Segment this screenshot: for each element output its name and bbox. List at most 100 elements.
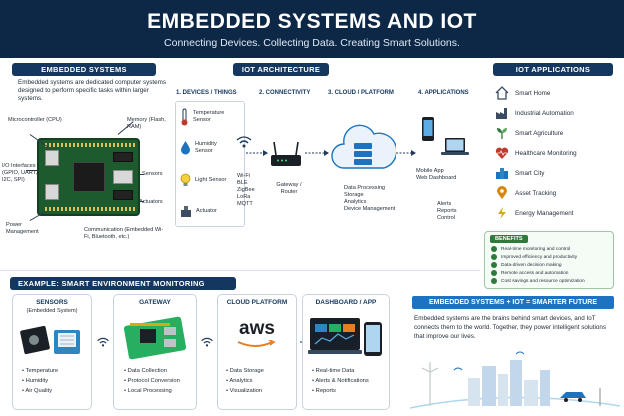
application-label: Healthcare Monitoring	[515, 149, 577, 157]
gateway-item: • Local Processing	[124, 388, 172, 394]
label-microcontroller: Microcontroller (CPU)	[8, 117, 62, 123]
label-communication: Communication (Embedded Wi-Fi, Bluetooth…	[84, 227, 164, 240]
arrow-right-icon	[396, 150, 416, 156]
cloud-title: CLOUD PLATFORM	[226, 299, 288, 306]
outcome-item: Reports	[437, 208, 457, 214]
benefits-heading: BENEFITS	[490, 235, 528, 243]
comm-module	[113, 170, 133, 184]
device-temperature: Temperature Sensor	[180, 108, 225, 126]
embedded-heading: EMBEDDED SYSTEMS	[12, 63, 156, 76]
dashboard-list: • Real-time Data • Alerts & Notification…	[312, 366, 369, 396]
outcome-item: Control	[437, 215, 456, 221]
check-icon	[491, 270, 497, 276]
connectivity-item: LoRa	[237, 194, 251, 200]
benefit-label: Data-driven decision making	[501, 262, 562, 268]
connectivity-item: MQTT	[237, 201, 253, 207]
io-chip	[113, 190, 133, 200]
device-label: Temperature Sensor	[193, 110, 225, 123]
connectivity-item: BLE	[237, 180, 248, 186]
example-cloud-panel	[217, 294, 297, 410]
laptop-icon	[441, 138, 469, 155]
cloud-item: Storage	[344, 192, 364, 198]
page-subtitle: Connecting Devices. Collecting Data. Cre…	[164, 37, 460, 49]
microcontroller-board	[37, 138, 140, 216]
label-memory: Memory (Flash, RAM)	[127, 117, 166, 130]
future-text: Embedded systems are the brains behind s…	[414, 315, 607, 340]
check-icon	[491, 254, 497, 260]
memory-chip	[113, 152, 133, 162]
label-io-interfaces: I/O Interfaces (GPIO, UART, I2C, SPI)	[2, 163, 38, 183]
app-labels: Mobile App Web Dashboard	[416, 168, 456, 182]
arrow-right-icon	[305, 150, 329, 156]
benefit-item: Data-driven decision making	[491, 262, 562, 268]
benefit-label: Real-time monitoring and control	[501, 246, 571, 252]
cloud-platform-item: • Visualization	[226, 388, 263, 394]
benefit-label: Remote access and automation	[501, 270, 569, 276]
gateway-label: Gateway / Router	[276, 182, 302, 195]
application-energy: Energy Management	[495, 206, 573, 220]
cloud-item: Device Management	[344, 206, 396, 212]
devices-panel	[175, 101, 245, 227]
page-title: EMBEDDED SYSTEMS AND IOT	[147, 10, 477, 33]
label-power: Power Management	[6, 222, 39, 235]
benefit-item: Remote access and automation	[491, 270, 568, 276]
smart-city-skyline-icon	[410, 351, 620, 409]
actuator-icon	[181, 206, 191, 217]
label-sensors: Sensors	[142, 171, 163, 177]
usb-port	[45, 150, 59, 166]
step-devices: 1. DEVICES / THINGS	[176, 90, 237, 96]
mobile-phone-icon	[422, 117, 434, 141]
location-pin-icon	[497, 186, 507, 199]
sensor-item: • Temperature	[22, 368, 59, 374]
device-humidity: Humidity Sensor	[180, 140, 227, 155]
cloud-icon	[331, 124, 396, 169]
gateway-item: • Data Collection	[124, 368, 167, 374]
benefit-item: Real-time monitoring and control	[491, 246, 570, 252]
check-icon	[491, 262, 497, 268]
router-icon	[271, 141, 301, 166]
raspberry-pi-icon	[123, 316, 187, 360]
leader-line	[140, 201, 144, 202]
device-actuator: Actuator	[180, 205, 217, 218]
arrow-right-icon	[246, 150, 268, 156]
aws-smile-icon	[237, 340, 276, 347]
city-icon	[496, 168, 508, 179]
sensor-modules-icon	[20, 325, 80, 355]
app-label: Web Dashboard	[416, 175, 457, 181]
architecture-heading: IOT ARCHITECTURE	[233, 63, 329, 76]
device-label: Light Sensor	[195, 177, 227, 183]
aws-logo: aws	[239, 318, 275, 339]
connectivity-item: Wi-Fi	[237, 173, 251, 179]
benefit-item: Cost savings and resource optimization	[491, 278, 585, 284]
board-pins-top	[45, 143, 135, 147]
step-applications: 4. APPLICATIONS	[418, 90, 469, 96]
gateway-title: GATEWAY	[139, 299, 171, 306]
application-label: Industrial Automation	[515, 109, 574, 117]
device-light: Light Sensor	[180, 173, 227, 188]
embedded-description: Embedded systems are dedicated computer …	[18, 79, 167, 103]
outcome-item: Alerts	[437, 201, 452, 207]
thermometer-icon	[181, 108, 188, 126]
power-jack	[45, 184, 59, 200]
wifi-icon	[97, 337, 109, 347]
cloud-list: Data Processing Storage Analytics Device…	[344, 185, 395, 213]
sensor-item: • Air Quality	[22, 388, 53, 394]
label-actuators: Actuators	[139, 199, 163, 205]
cpu-chip	[73, 162, 105, 192]
application-industrial: Industrial Automation	[495, 106, 574, 120]
cloud-platform-list: • Data Storage • Analytics • Visualizati…	[226, 366, 264, 396]
application-label: Asset Tracking	[515, 189, 557, 197]
application-label: Smart Home	[515, 89, 551, 97]
connectivity-list: Wi-Fi BLE ZigBee LoRa MQTT	[237, 173, 255, 208]
benefit-label: Cost savings and resource optimization	[501, 278, 585, 284]
leader-line	[140, 174, 144, 175]
application-label: Energy Management	[515, 209, 574, 217]
connectivity-item: ZigBee	[237, 187, 255, 193]
water-drop-icon	[181, 141, 190, 155]
benefit-label: Improved efficiency and productivity	[501, 254, 578, 260]
app-label: Mobile App	[416, 168, 444, 174]
step-cloud: 3. CLOUD / PLATFORM	[328, 90, 394, 96]
gateway-list: • Data Collection • Protocol Conversion …	[124, 366, 180, 396]
benefit-item: Improved efficiency and productivity	[491, 254, 577, 260]
dashboard-item: • Alerts & Notifications	[312, 378, 369, 384]
